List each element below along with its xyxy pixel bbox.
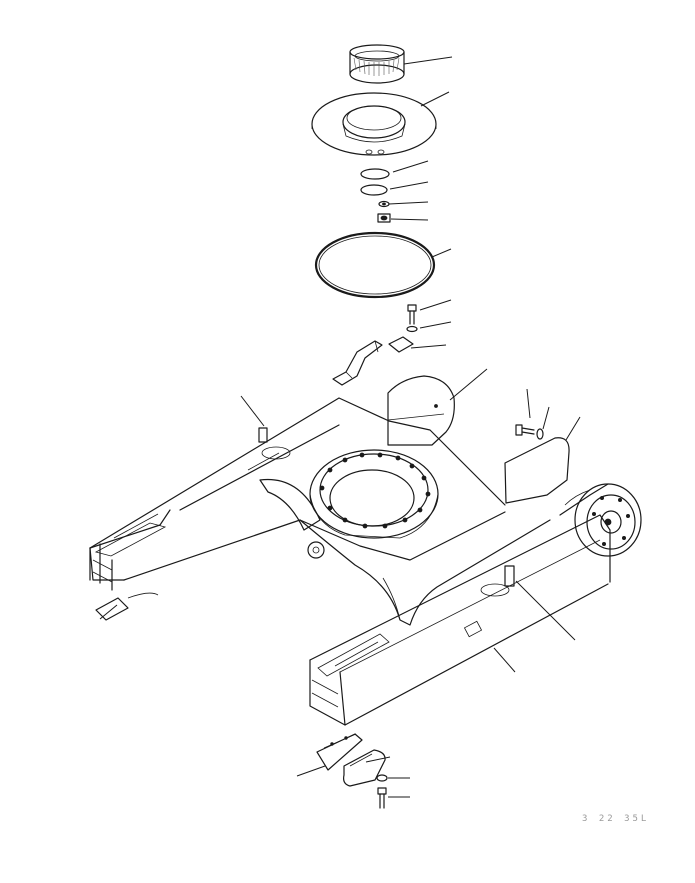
leader-o-ring — [431, 248, 452, 258]
leader-side-bolt — [526, 388, 531, 419]
leader-shim-upper — [392, 160, 429, 173]
leader-frame-bolt — [240, 395, 265, 427]
seal-plate-icon — [311, 92, 437, 156]
leader-washer — [388, 201, 429, 205]
leader-guard-bracket — [296, 765, 326, 777]
bracket-icon — [332, 340, 383, 386]
lower-washer-icon — [376, 774, 388, 782]
leader-spring-washer — [419, 321, 452, 329]
washer-icon — [378, 200, 390, 208]
bearing-bolt-holes — [319, 452, 431, 529]
leader-track-bracket — [515, 580, 576, 641]
leader-side-cover — [565, 416, 581, 441]
spring-washer-icon — [406, 325, 418, 333]
guard-plate-icon — [343, 749, 386, 787]
lower-bolt-icon — [377, 787, 387, 809]
leader-bolt — [419, 299, 452, 311]
swing-bearing-gear-ring-icon — [349, 44, 405, 84]
side-cover-plate-icon — [504, 437, 570, 504]
track-frame-icon — [89, 397, 642, 726]
side-bolt-icon — [515, 424, 535, 436]
nut-icon — [377, 213, 391, 223]
leader-gear-ring — [403, 56, 453, 65]
shim-upper-icon — [360, 168, 390, 180]
cover-icon — [387, 375, 455, 446]
leader-guard-plate — [365, 756, 391, 763]
plate-icon — [388, 336, 414, 353]
o-ring-icon — [314, 231, 436, 299]
drawing-code: 3 22 35L — [582, 814, 649, 824]
bolt-icon — [407, 304, 417, 325]
leader-track-frame — [493, 647, 516, 673]
shim-lower-icon — [360, 184, 388, 196]
leader-lines — [99, 56, 581, 798]
guard-left-icon — [95, 592, 159, 621]
leader-side-washer — [542, 406, 550, 430]
leader-cover — [449, 368, 488, 401]
side-washer-icon — [536, 428, 544, 440]
leader-nut — [390, 218, 429, 221]
leader-shim-lower — [389, 181, 429, 190]
leader-seal-plate — [420, 91, 450, 107]
guard-bracket-icon — [316, 733, 363, 771]
leader-plate — [410, 344, 447, 349]
